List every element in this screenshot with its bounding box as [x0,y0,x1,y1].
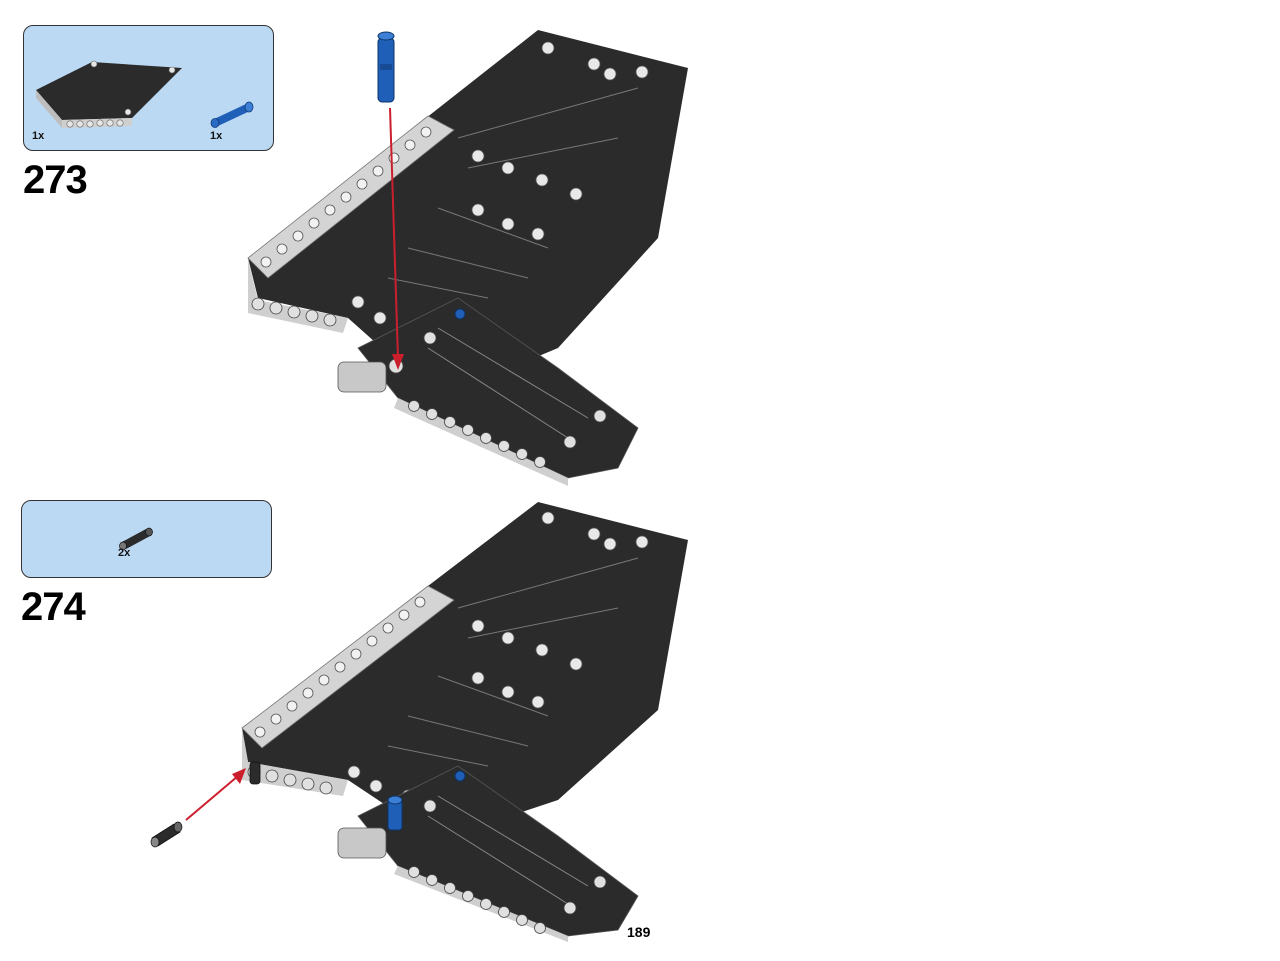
part-qty-label: 1x [210,130,223,142]
parts-callout-step-273: 1x 1x [23,25,274,151]
wing-assembly-illustration-step-273 [247,30,688,486]
part-qty-label: 2x [118,547,131,559]
step-number: 273 [23,158,88,202]
black-pin [150,821,183,848]
blue-axle-pin-part-icon [210,101,254,128]
blue-axle-pin [377,31,395,103]
parts-callout-step-274: 2x [21,500,272,578]
wing-assembly-illustration-step-274 [150,502,688,942]
black-panel-part-icon [36,60,182,128]
part-qty-label: 1x [32,130,45,142]
installed-blue-pin [387,795,403,831]
step-number: 274 [21,585,86,629]
black-pin-inserted [249,761,261,785]
page-number: 189 [627,924,651,940]
black-pin-part-icon [119,527,153,551]
